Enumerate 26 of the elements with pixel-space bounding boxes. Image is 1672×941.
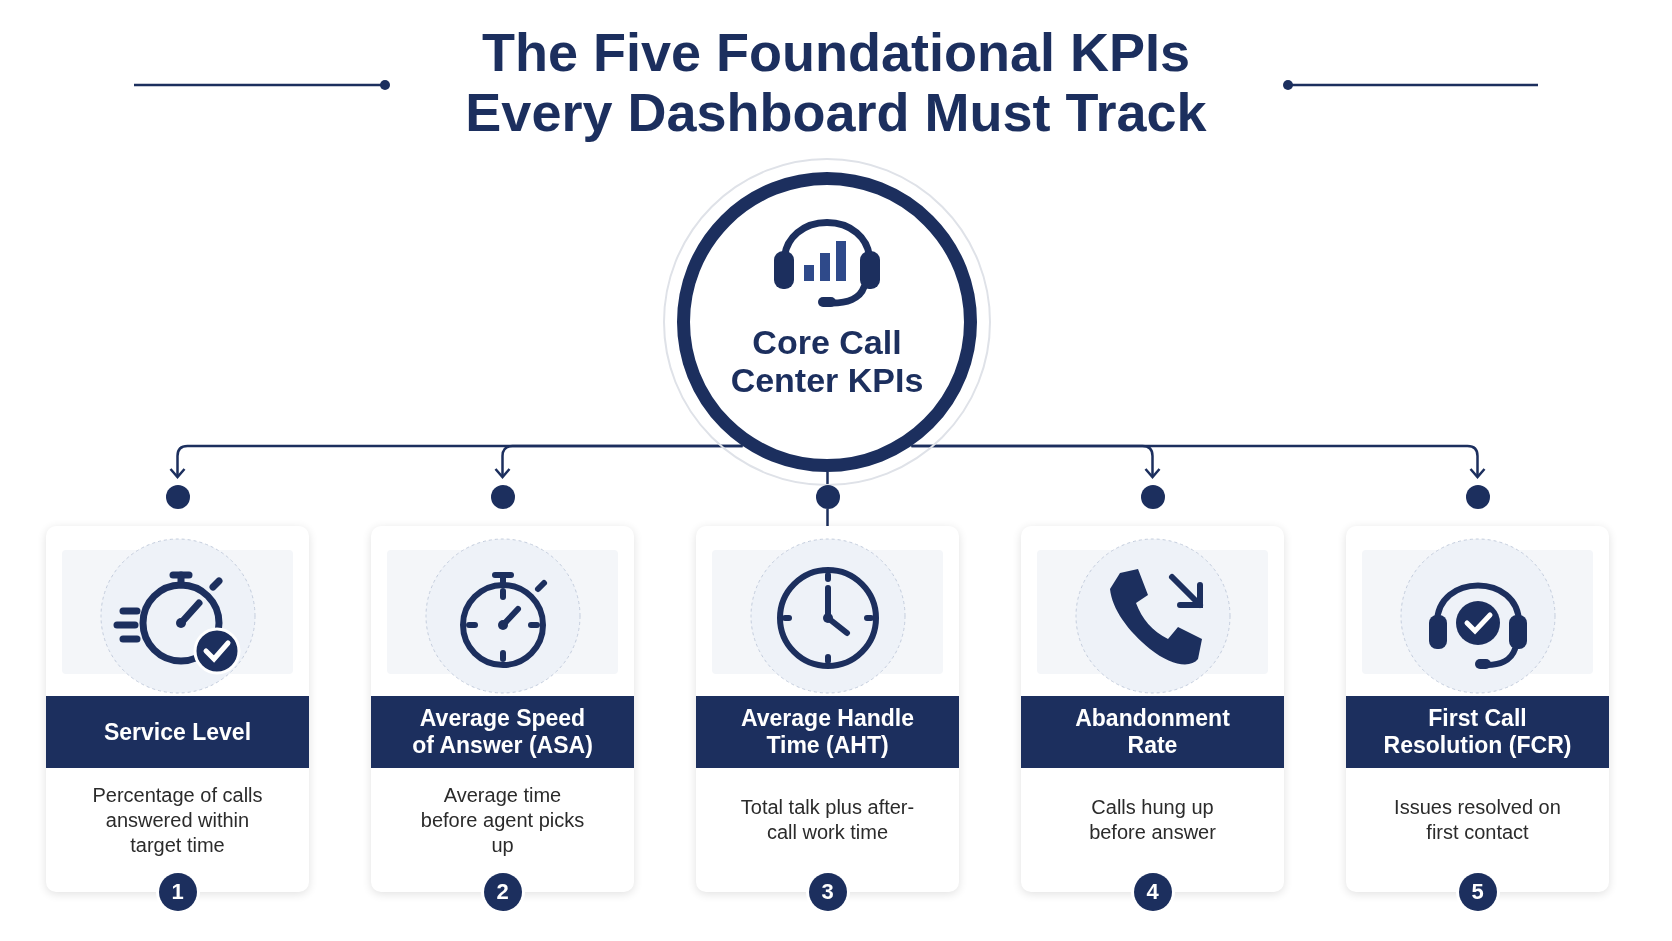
number-badge: 2 bbox=[483, 873, 522, 911]
number-badge: 4 bbox=[1133, 873, 1172, 911]
number-badge: 3 bbox=[808, 873, 847, 911]
card-header: Abandonment Rate bbox=[1021, 696, 1284, 768]
hub-label: Core Call Center KPIs bbox=[729, 323, 925, 399]
kpi-description: Calls hung up before answer bbox=[1088, 795, 1217, 845]
connector-dot bbox=[165, 485, 190, 509]
card-header: Service Level bbox=[46, 696, 309, 768]
title: The Five Foundational KPIs Every Dashboard Must Track bbox=[464, 22, 1208, 142]
kpi-description: Percentage of calls answered within target time bbox=[91, 782, 264, 858]
kpi-description: Issues resolved on first contact bbox=[1393, 795, 1562, 845]
card-header: Average Speed of Answer (ASA) bbox=[371, 696, 634, 768]
card-header: First Call Resolution (FCR) bbox=[1346, 696, 1609, 768]
number-badge: 5 bbox=[1458, 873, 1497, 911]
connector-line bbox=[826, 472, 829, 485]
kpi-description: Total talk plus after-call work time bbox=[739, 795, 916, 845]
connector-dot bbox=[1140, 485, 1165, 509]
connector-dot bbox=[815, 485, 840, 509]
connector-dot bbox=[490, 485, 515, 509]
connector-dot bbox=[1465, 485, 1490, 509]
number-badge: 1 bbox=[158, 873, 197, 911]
kpi-description: Average time before agent picks up bbox=[419, 782, 586, 858]
connector-arrow bbox=[911, 444, 1486, 479]
connector-line bbox=[826, 509, 829, 526]
connector-arrow bbox=[494, 444, 743, 479]
card-header: Average Handle Time (AHT) bbox=[696, 696, 959, 768]
